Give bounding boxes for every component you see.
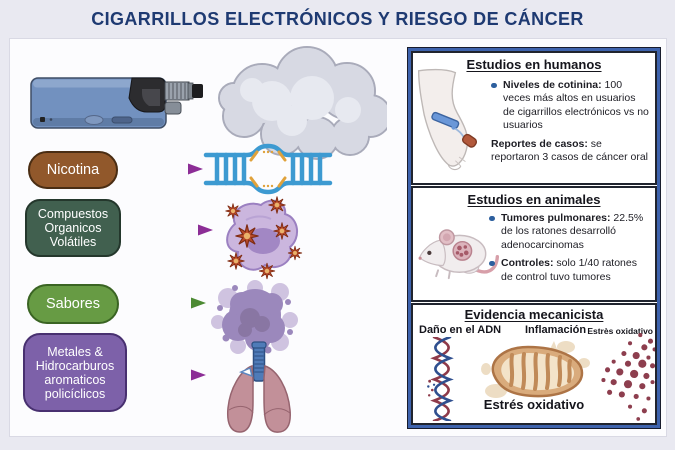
bullet-case-reports-bold: Reportes de casos: [491,137,588,150]
oxidative-stress-label: Estrés oxidativo [483,397,585,412]
arrow-sabores-icon [123,297,206,309]
label-compuestos-organicos: Compuestos Organicos Volátiles [25,199,121,257]
bullet-dot [489,215,495,221]
inflammation-label: Inflamación [525,324,587,336]
label-nicotina-text: Nicotina [46,161,100,178]
label-nicotina: Nicotina [28,151,118,189]
animal-studies-heading: Estudios en animales [467,192,601,207]
particle-cluster-icon [211,280,298,354]
arm-blood-draw-icon [417,68,478,171]
label-sabores-text: Sabores [45,295,100,312]
bullet-tumores-bold: Tumores pulmonares: [501,212,611,224]
page-title: CIGARRILLOS ELECTRÓNICOS Y RIESGO DE CÁN… [91,9,584,29]
human-studies-text: Niveles de cotinina: 100 veces más altos… [491,79,650,170]
oxidative-stress-label-small: Estrès oxidativo [587,326,653,336]
bullet-controles: Controles: solo 1/40 ratones de control … [489,257,650,284]
arrow-nicotina-icon [122,163,203,175]
oxidative-dots-icon [601,333,655,421]
label-metales-text: Metales & Hidrocarburos aromaticos polic… [35,344,115,401]
mitochondria-icon [481,341,590,398]
bullet-case-reports-rest: se reportaron 3 casos de cáncer oral [491,137,649,164]
evidence-panel: Estudios en humanos Niveles de cotinina:… [408,48,660,428]
label-sabores: Sabores [27,284,119,324]
mechanistic-heading: Evidencia mecanicista [464,307,604,322]
arrow-metales-icon [131,369,206,381]
dna-damage-icon [203,143,333,195]
bullet-cotinine-bold: Niveles de cotinina: [503,79,602,91]
section-animal-studies: Estudios en animales [411,186,657,302]
section-human-studies: Estudios en humanos Niveles de cotinina:… [411,51,657,185]
bullet-dot [489,260,495,267]
bullet-controles-bold: Controles: [501,257,554,270]
bullet-controles-rest: solo 1/40 ratones de control tuvo tumore… [501,257,637,283]
section-mechanistic-evidence: Evidencia mecanicista Daño en el ADN Inf… [411,303,657,425]
bullet-cotinine: Niveles de cotinina: 100 veces más altos… [491,79,650,133]
bullet-tumores-rest: 22.5% de los ratones desarrolló adenocar… [501,212,644,251]
mouse-icon [418,229,500,280]
human-studies-heading: Estudios en humanos [466,57,602,72]
bullet-tumores: Tumores pulmonares: 22.5% de los ratones… [489,212,650,252]
dna-helix-icon [427,337,454,421]
animal-studies-text: Tumores pulmonares: 22.5% de los ratones… [489,212,650,289]
bullet-dot [491,82,497,88]
bullet-case-reports: Reportes de casos: se reportaron 3 casos… [491,138,650,165]
e-cigarette-icon [30,77,203,129]
dna-damage-label: Daño en el ADN [419,324,502,336]
lungs-icon [226,341,291,433]
bullet-cotinine-rest: 100 veces más altos en usuarios de cigar… [503,79,649,132]
vapor-cloud-icon [218,46,387,160]
cell-inflammation-icon [225,196,303,280]
arrow-compuestos-icon [126,224,213,236]
label-metales: Metales & Hidrocarburos aromaticos polic… [23,333,127,412]
label-compuestos-text: Compuestos Organicos Volátiles [37,207,109,249]
